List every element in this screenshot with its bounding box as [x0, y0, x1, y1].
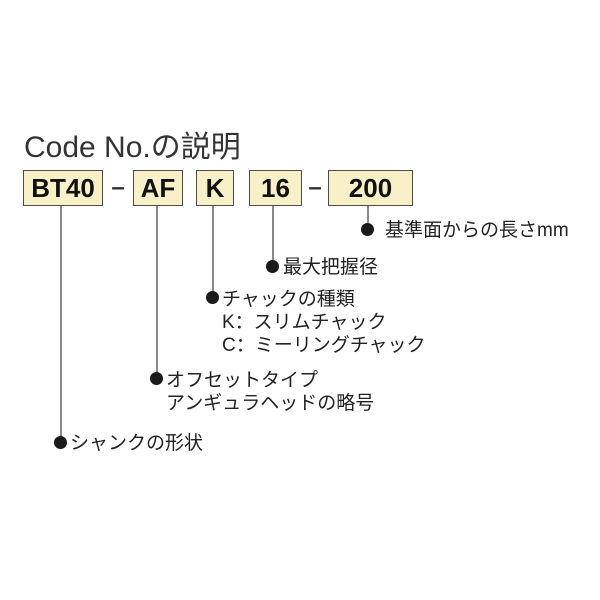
bullet-icon: [266, 260, 279, 273]
connector-line-grip: [272, 206, 274, 267]
label-shank-shape: シャンクの形状: [70, 433, 204, 454]
connector-line-chuck: [212, 206, 214, 298]
code-segment-shank: BT40: [23, 170, 103, 206]
label-max-grip-diameter: 最大把握径: [283, 257, 379, 278]
label-offset-type: オフセットタイプ アンギュラヘッドの略号: [166, 369, 374, 415]
label-chuck-option-c: C：ミーリングチャック: [222, 335, 426, 356]
bullet-icon: [54, 436, 67, 449]
code-segment-offset: AF: [133, 170, 183, 206]
bullet-icon: [206, 291, 219, 304]
label-offset-type-line1: オフセットタイプ: [166, 370, 319, 391]
code-separator: –: [111, 174, 125, 201]
connector-line-length: [367, 206, 369, 230]
label-chuck-type-title: チャックの種類: [222, 289, 355, 310]
code-segment-length: 200: [328, 170, 413, 206]
code-separator: –: [308, 174, 322, 201]
bullet-icon: [150, 372, 163, 385]
label-chuck-option-k: K：スリムチャック: [222, 312, 387, 333]
code-segment-grip: 16: [249, 170, 302, 206]
bullet-icon: [361, 223, 374, 236]
label-length-from-reference: 基準面からの長さmm: [385, 220, 569, 241]
code-segment-chuck: K: [196, 170, 234, 206]
connector-line-offset: [156, 206, 158, 379]
label-offset-type-line2: アンギュラヘッドの略号: [166, 393, 375, 414]
label-chuck-type: チャックの種類 K：スリムチャック C：ミーリングチャック: [222, 288, 426, 357]
connector-line-shank: [60, 206, 62, 443]
page-title: Code No.の説明: [24, 131, 241, 164]
